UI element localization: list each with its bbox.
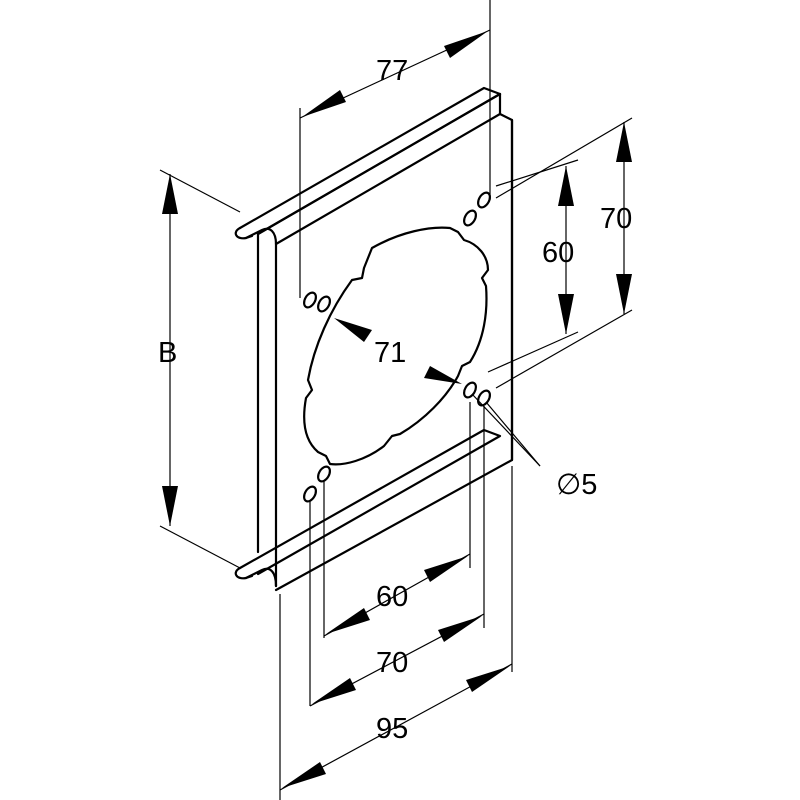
plate-bottom-lip — [238, 428, 502, 576]
arrow-71-upper — [334, 318, 372, 342]
arrow-70h-left — [312, 678, 356, 704]
label-60-horizontal: 60 — [376, 581, 408, 613]
dim-top-width: 77 — [299, 0, 491, 298]
hole-lower-right-1 — [463, 381, 477, 399]
arrow-77-right — [444, 31, 488, 58]
hole-lower-right-2 — [477, 389, 491, 407]
dim-horizontal-60: 60 — [323, 402, 471, 638]
plate-left-bend-bottom — [244, 567, 278, 588]
hole-upper-left-2 — [317, 295, 331, 313]
dim-vertical-60: 60 — [487, 159, 579, 373]
dim-hole-diameter: ∅5 — [471, 393, 597, 501]
arrow-71-lower — [424, 366, 462, 384]
arrow-b-top — [162, 174, 178, 214]
arrow-60v-bottom — [558, 294, 574, 334]
label-70-horizontal: 70 — [376, 647, 408, 679]
label-70-vertical: 70 — [600, 203, 632, 235]
plate-top-edge — [256, 92, 502, 236]
mounting-plate — [234, 86, 514, 592]
dim-horizontal-70: 70 — [309, 406, 485, 707]
arrow-70v-bottom — [616, 274, 632, 314]
label-77: 77 — [376, 55, 408, 87]
arrow-60h-right — [424, 556, 468, 582]
arrow-70v-top — [616, 122, 632, 162]
label-71: 71 — [374, 337, 406, 369]
dim-outer-width: 95 — [279, 466, 513, 800]
arrow-70h-right — [438, 616, 482, 642]
label-60-vertical: 60 — [542, 237, 574, 269]
label-95: 95 — [376, 713, 408, 745]
arrow-95-right — [466, 666, 510, 692]
plate-left-flange — [256, 232, 278, 588]
dim-cutout-71: 71 — [334, 318, 462, 384]
hole-lower-left-2 — [303, 485, 317, 503]
arrow-60h-left — [326, 608, 370, 634]
hole-top-right-1 — [477, 191, 491, 209]
arrow-b-bottom — [162, 486, 178, 526]
label-b: B — [158, 337, 177, 369]
plate-top-lip — [238, 86, 502, 236]
label-hole-diameter: ∅5 — [556, 469, 597, 501]
arrow-95-left — [282, 762, 326, 788]
hole-lower-left-1 — [317, 465, 331, 483]
hole-upper-left-1 — [303, 291, 317, 309]
arrow-77-left — [302, 90, 346, 117]
plate-left-bend-top — [244, 227, 278, 246]
central-cutout — [303, 226, 490, 466]
plate-right-edge — [498, 92, 514, 462]
dim-vertical-70: 70 — [495, 117, 633, 389]
arrow-60v-top — [558, 166, 574, 206]
dim-height-b: B — [158, 169, 241, 569]
hole-top-right-2 — [463, 209, 477, 227]
